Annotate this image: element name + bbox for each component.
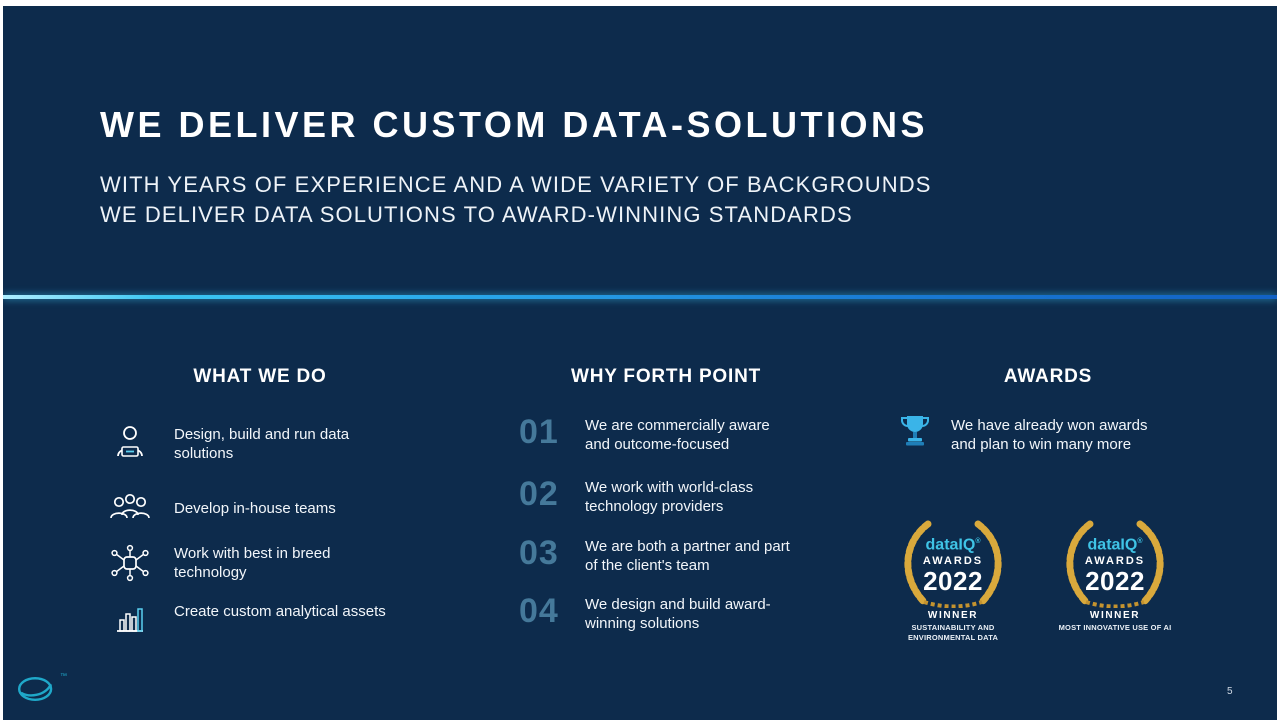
logo-icon (17, 677, 53, 701)
slide-subtitle: WITH YEARS OF EXPERIENCE AND A WIDE VARI… (100, 170, 932, 230)
slide-title: WE DELIVER CUSTOM DATA-SOLUTIONS (100, 104, 928, 145)
registered-mark: ® (1137, 538, 1143, 546)
numbered-item: 04 We design and build award-winning sol… (519, 593, 797, 633)
list-item-label: Develop in-house teams (174, 500, 336, 517)
heading-awards: AWARDS (1003, 366, 1093, 387)
page-number: 5 (1227, 686, 1233, 697)
numbered-item: 01 We are commercially aware and outcome… (519, 414, 797, 454)
badge-text: dataIQ® AWARDS 2022 (894, 518, 1012, 608)
numbered-item: 02 We work with world-class technology p… (519, 476, 797, 516)
badge-category: MOST INNOVATIVE USE OF AI (1058, 623, 1172, 632)
badge-category: SUSTAINABILITY AND ENVIRONMENTAL DATA (907, 623, 999, 642)
badge-brand: dataIQ® (1087, 536, 1143, 554)
award-badge: dataIQ® AWARDS 2022 WINNER SUSTAINABILIT… (889, 518, 1017, 642)
technology-network-icon (106, 541, 154, 584)
badge-winner-label: WINNER (1089, 610, 1141, 621)
item-number: 01 (519, 413, 559, 451)
list-item-label: Work with best in breed technology (174, 545, 331, 581)
item-text: We work with world-class technology prov… (585, 479, 754, 515)
award-badges: dataIQ® AWARDS 2022 WINNER SUSTAINABILIT… (889, 518, 1179, 642)
trophy-icon (897, 412, 933, 454)
slide: WE DELIVER CUSTOM DATA-SOLUTIONS WITH YE… (3, 6, 1277, 720)
item-number: 03 (519, 534, 559, 572)
badge-winner-label: WINNER (927, 610, 979, 621)
team-icon (106, 490, 154, 523)
awards-intro-text: We have already won awards and plan to w… (951, 417, 1148, 453)
list-item-label: Create custom analytical assets (174, 603, 386, 620)
company-logo: ™ (15, 673, 67, 704)
badge-program: AWARDS (922, 554, 984, 567)
badge-year: 2022 (1085, 565, 1145, 596)
badge-brand: dataIQ® (925, 536, 981, 554)
badge-year: 2022 (923, 565, 983, 596)
trademark-symbol: ™ (60, 673, 67, 680)
item-number: 04 (519, 592, 559, 630)
subtitle-line-1: WITH YEARS OF EXPERIENCE AND A WIDE VARI… (100, 172, 932, 197)
heading-what-we-do: WHAT WE DO (193, 366, 327, 387)
list-item: Work with best in breed technology (106, 541, 389, 584)
gradient-divider (3, 295, 1277, 299)
subtitle-line-2: WE DELIVER DATA SOLUTIONS TO AWARD-WINNI… (100, 202, 853, 227)
laurel-wreath-icon: dataIQ® AWARDS 2022 (1056, 518, 1174, 608)
award-badge: dataIQ® AWARDS 2022 WINNER MOST INNOVATI… (1051, 518, 1179, 642)
list-item: Develop in-house teams (106, 490, 389, 523)
list-item: Design, build and run data solutions (106, 422, 389, 463)
badge-text: dataIQ® AWARDS 2022 (1056, 518, 1174, 608)
registered-mark: ® (975, 538, 981, 546)
item-text: We are commercially aware and outcome-fo… (585, 417, 770, 453)
item-text: We are both a partner and part of the cl… (585, 538, 790, 574)
bar-chart-icon (106, 599, 154, 636)
list-item-label: Design, build and run data solutions (174, 426, 350, 462)
numbered-item: 03 We are both a partner and part of the… (519, 535, 797, 575)
laurel-wreath-icon: dataIQ® AWARDS 2022 (894, 518, 1012, 608)
item-number: 02 (519, 475, 559, 513)
awards-intro: We have already won awards and plan to w… (897, 412, 1169, 454)
heading-why-forth-point: WHY FORTH POINT (570, 366, 762, 387)
list-item: Create custom analytical assets (106, 599, 389, 636)
badge-program: AWARDS (1084, 554, 1146, 567)
item-text: We design and build award-winning soluti… (585, 596, 771, 632)
person-laptop-icon (106, 422, 154, 463)
